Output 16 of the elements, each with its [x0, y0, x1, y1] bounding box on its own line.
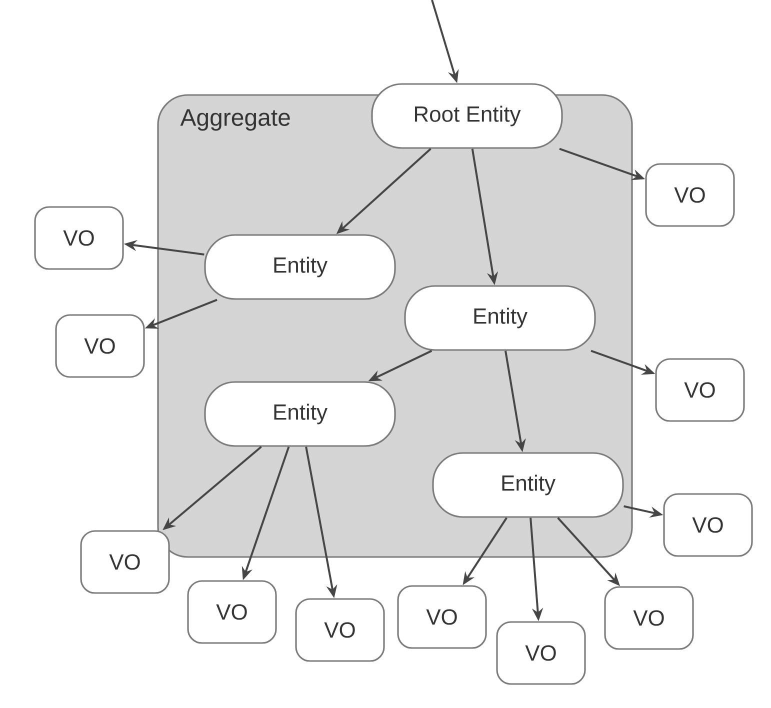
value-object-box: VO	[663, 493, 753, 557]
entity-box: Root Entity	[371, 83, 563, 149]
value-object-box: VO	[34, 206, 124, 270]
value-object-box: VO	[496, 621, 586, 685]
value-object-box: VO	[80, 530, 170, 594]
value-object-box: VO	[655, 358, 745, 422]
value-object-box: VO	[645, 163, 735, 227]
entity-box: Entity	[432, 452, 624, 518]
value-object-box: VO	[295, 598, 385, 662]
value-object-box: VO	[604, 586, 694, 650]
entity-box: Entity	[204, 381, 396, 447]
value-object-box: VO	[187, 580, 277, 644]
entity-box: Entity	[204, 234, 396, 300]
entity-box: Entity	[404, 285, 596, 351]
value-object-box: VO	[55, 314, 145, 378]
value-object-box: VO	[397, 585, 487, 649]
